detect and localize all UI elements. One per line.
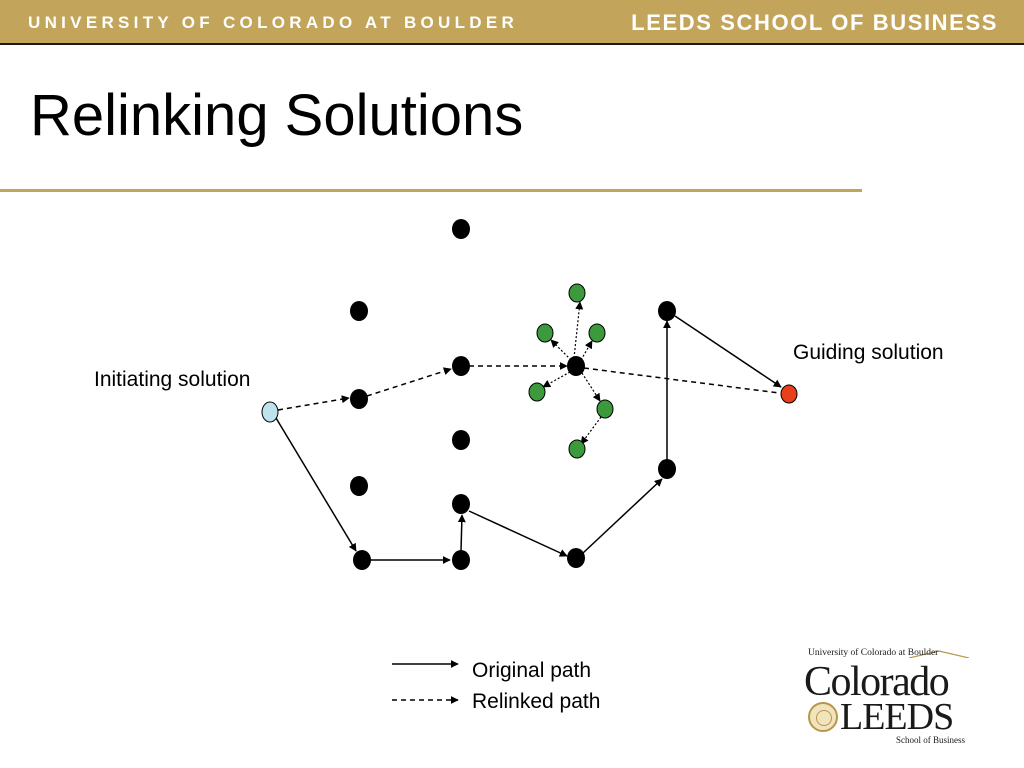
legend-original-label: Original path	[472, 659, 591, 682]
relinked-path	[277, 362, 780, 411]
neighbor-node	[568, 439, 586, 459]
colorado-leeds-logo: University of Colorado at Boulder Colora…	[804, 648, 974, 748]
university-name: UNIVERSITY OF COLORADO AT BOULDER	[28, 13, 519, 32]
neighbor-edge	[542, 371, 571, 388]
original-edge	[582, 478, 663, 554]
original-edge	[468, 510, 568, 557]
relinked-edge	[277, 395, 350, 411]
solution-node	[658, 301, 676, 321]
solution-node	[452, 494, 470, 514]
solution-node	[452, 550, 470, 570]
neighbor-node	[588, 323, 606, 343]
logo-university-text: University of Colorado at Boulder	[808, 648, 939, 658]
neighbor-edge	[580, 340, 593, 361]
logo-school-text: School of Business	[896, 735, 966, 745]
solution-node	[353, 550, 371, 570]
neighbor-node	[528, 382, 546, 402]
slide-title: Relinking Solutions	[30, 83, 524, 148]
neighbor-edge	[573, 301, 584, 359]
neighbor-node	[596, 399, 614, 419]
relinked-edge	[366, 367, 452, 397]
solution-node	[350, 301, 368, 321]
logo-colorado-text: Colorado	[804, 659, 950, 705]
logo-roof-icon	[909, 650, 969, 658]
solution-nodes	[350, 219, 676, 570]
initiating-label: Initiating solution	[94, 368, 250, 391]
logo-leeds-text: LEEDS	[840, 696, 954, 738]
neighbor-edge	[580, 416, 602, 445]
title-divider	[0, 189, 862, 192]
neighbor-node	[568, 283, 586, 303]
guiding-label: Guiding solution	[793, 341, 944, 364]
university-seal-icon	[808, 702, 838, 732]
header-bar: UNIVERSITY OF COLORADO AT BOULDER LEEDS …	[0, 0, 1024, 45]
original-path	[275, 315, 782, 564]
neighbor-edge	[550, 339, 572, 361]
neighbor-moves	[542, 301, 602, 445]
solution-node	[452, 219, 470, 239]
relinked-edge	[583, 367, 780, 394]
initiating-node	[261, 401, 279, 423]
original-edge	[457, 514, 466, 552]
neighbor-edge	[581, 372, 601, 402]
legend: Original path Relinked path	[392, 659, 600, 713]
neighbor-nodes	[528, 283, 614, 459]
guiding-node	[780, 384, 798, 404]
original-edge	[674, 315, 782, 388]
solution-node	[452, 430, 470, 450]
solution-node	[350, 389, 368, 409]
solution-node	[452, 356, 470, 376]
school-name: LEEDS SCHOOL OF BUSINESS	[631, 10, 998, 35]
solution-node	[350, 476, 368, 496]
solution-node	[567, 356, 585, 376]
legend-relinked-label: Relinked path	[472, 690, 600, 713]
solution-node	[658, 459, 676, 479]
solution-node	[567, 548, 585, 568]
neighbor-node	[536, 323, 554, 343]
original-edge	[275, 417, 357, 552]
